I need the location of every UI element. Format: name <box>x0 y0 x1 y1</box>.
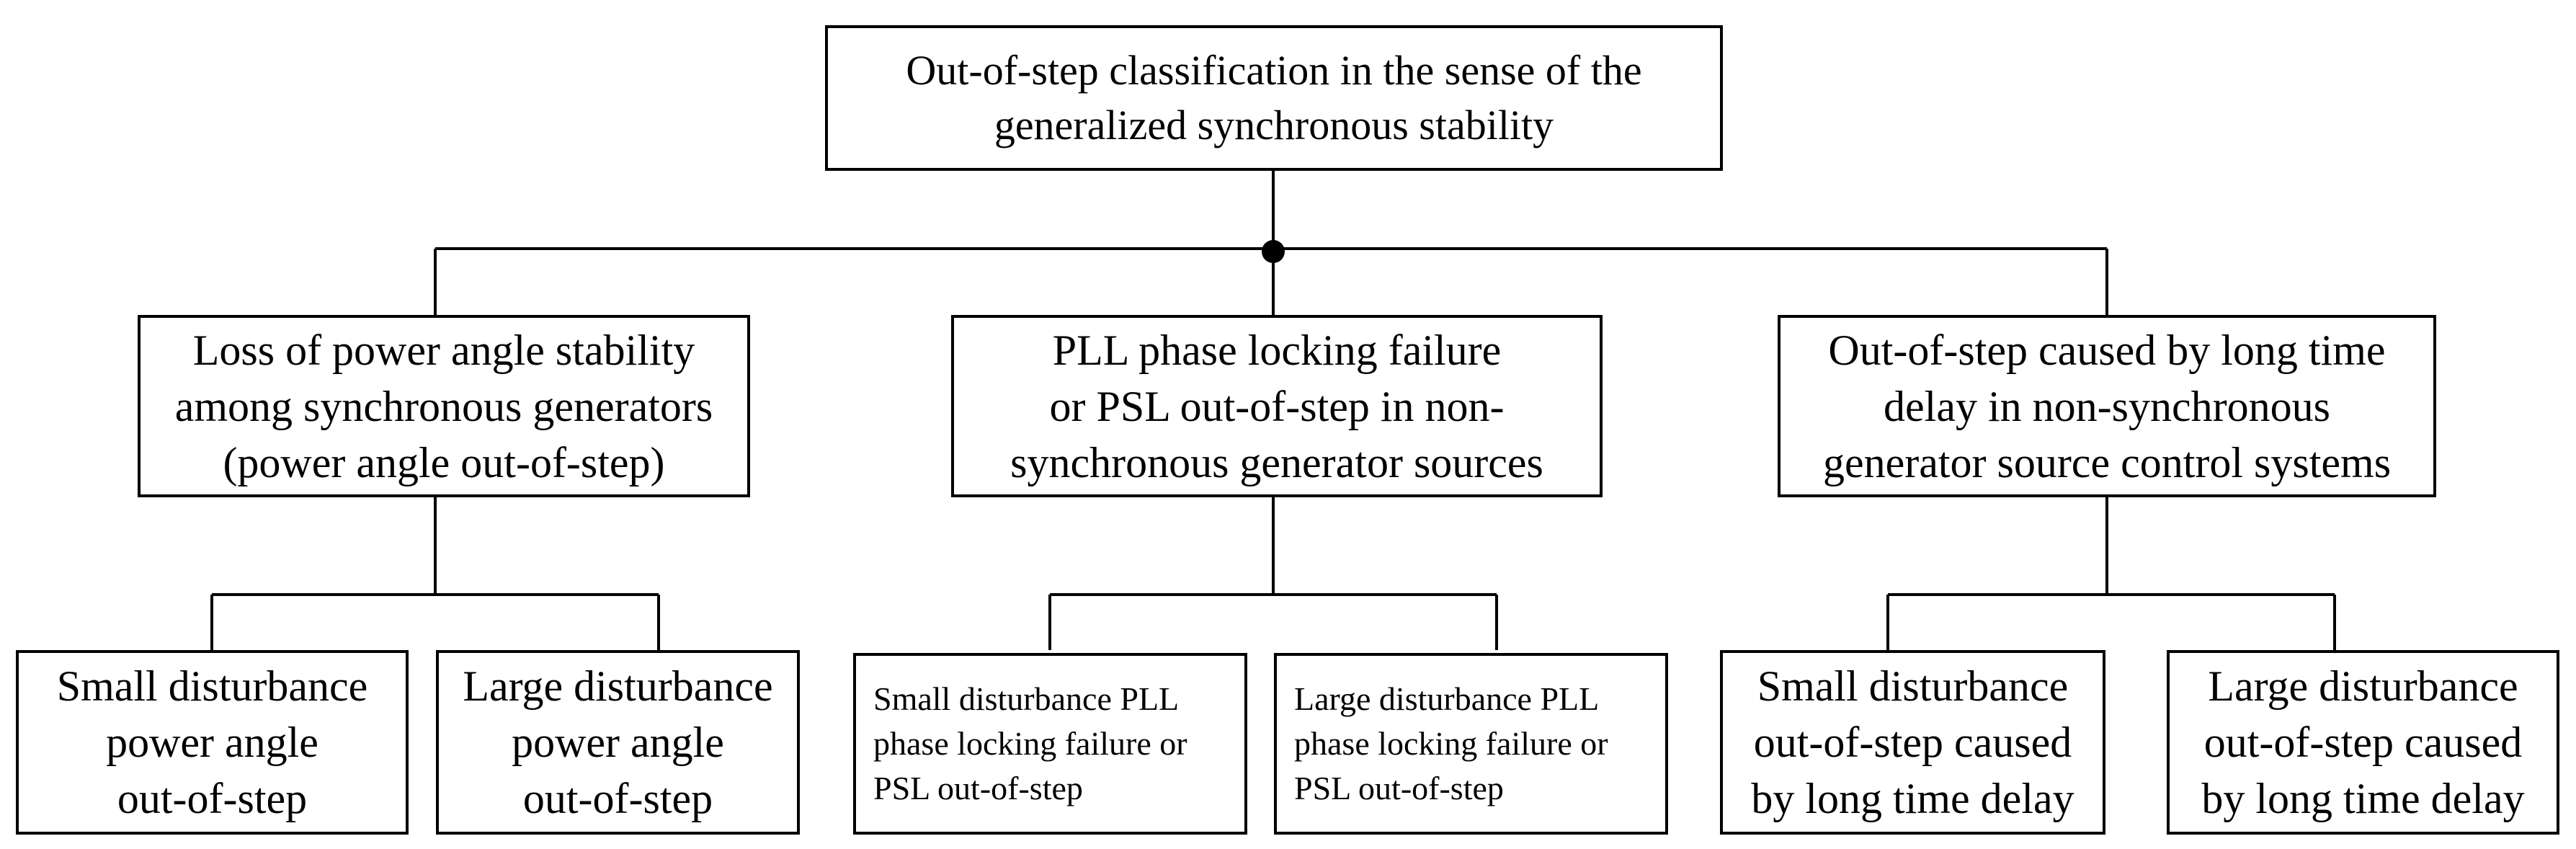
leaf-6-line-1: Large disturbance <box>2208 662 2518 710</box>
category-1-line-3: (power angle out-of-step) <box>223 438 665 486</box>
leaf-5-line-1: Small disturbance <box>1757 662 2069 710</box>
leaf-1-line-3: out-of-step <box>117 775 308 822</box>
leaf-1-line-2: power angle <box>106 719 318 766</box>
leaf-2-line-1: Large disturbance <box>463 662 773 710</box>
category-1-line-1: Loss of power angle stability <box>192 326 695 374</box>
leaf-node-small-power-angle: Small disturbance power angle out-of-ste… <box>16 650 409 835</box>
leaf-2-line-3: out-of-step <box>522 775 713 822</box>
leaf-4-line-1: Large disturbance PLL <box>1294 680 1600 717</box>
root-node: Out-of-step classification in the sense … <box>825 25 1723 171</box>
category-1-line-2: among synchronous generators <box>174 382 713 430</box>
category-3-line-2: delay in non-synchronous <box>1884 382 2330 430</box>
leaf-node-small-time-delay: Small disturbance out-of-step caused by … <box>1720 650 2105 835</box>
leaf-1-line-1: Small disturbance <box>56 662 368 710</box>
leaf-3-line-1: Small disturbance PLL <box>873 680 1180 717</box>
category-3-line-1: Out-of-step caused by long time <box>1828 326 2386 374</box>
leaf-node-large-power-angle: Large disturbance power angle out-of-ste… <box>436 650 800 835</box>
leaf-node-large-pll: Large disturbance PLL phase locking fail… <box>1274 653 1668 835</box>
leaf-3-line-2: phase locking failure or <box>873 725 1187 762</box>
category-2-line-1: PLL phase locking failure <box>1052 326 1502 374</box>
root-line-1: Out-of-step classification in the sense … <box>906 47 1642 94</box>
leaf-2-line-2: power angle <box>512 719 724 766</box>
leaf-node-small-pll: Small disturbance PLL phase locking fail… <box>853 653 1247 835</box>
category-node-long-time-delay: Out-of-step caused by long time delay in… <box>1778 315 2436 497</box>
category-3-line-3: generator source control systems <box>1822 438 2392 486</box>
category-2-line-3: synchronous generator sources <box>1010 438 1543 486</box>
leaf-6-line-2: out-of-step caused <box>2203 719 2523 766</box>
category-node-power-angle: Loss of power angle stability among sync… <box>138 315 750 497</box>
leaf-5-line-3: by long time delay <box>1751 775 2074 822</box>
category-node-pll-psl: PLL phase locking failure or PSL out-of-… <box>951 315 1603 497</box>
leaf-4-line-2: phase locking failure or <box>1294 725 1608 762</box>
leaf-4-line-3: PSL out-of-step <box>1294 770 1504 806</box>
leaf-3-line-3: PSL out-of-step <box>873 770 1083 806</box>
junction-dot <box>1262 240 1285 263</box>
root-line-2: generalized synchronous stability <box>994 102 1554 148</box>
leaf-5-line-2: out-of-step caused <box>1753 719 2072 766</box>
leaf-node-large-time-delay: Large disturbance out-of-step caused by … <box>2167 650 2559 835</box>
category-2-line-2: or PSL out-of-step in non- <box>1049 382 1505 430</box>
leaf-6-line-3: by long time delay <box>2201 775 2525 822</box>
